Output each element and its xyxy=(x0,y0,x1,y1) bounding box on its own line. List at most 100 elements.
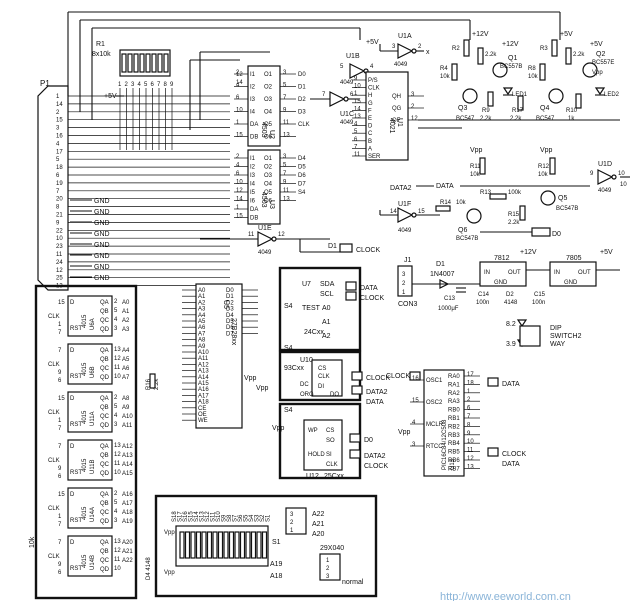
u5-pin-a14: A14 xyxy=(198,375,209,381)
c15-value: 100n xyxy=(532,300,545,306)
counter-clk: CLK xyxy=(48,362,60,368)
r16-ref: R16 xyxy=(146,378,152,390)
counter-out-a9: A9 xyxy=(122,405,130,411)
u1-pinnum-2: 12 xyxy=(411,116,418,122)
u1c-ref: U1C xyxy=(340,111,354,118)
r4-value: 10k xyxy=(440,74,451,80)
counter-out-a17: A17 xyxy=(122,501,133,507)
u2-pin-i2: I2 xyxy=(250,85,256,91)
counter-pin-rst: 7 xyxy=(58,522,62,528)
counter-out-a14: A14 xyxy=(122,462,133,468)
s1-cell-11 xyxy=(239,531,246,559)
sock-29x040: 29X040 xyxy=(320,545,344,552)
p1-pin-7: 7 xyxy=(56,189,60,195)
u13-ref: U13 xyxy=(450,458,456,470)
s1-label-s4: S4 xyxy=(249,514,255,522)
reg1-out: OUT xyxy=(508,270,521,276)
s1-label-s2: S2 xyxy=(260,514,266,522)
u1a-gate: U1A 4049 3 2 x xyxy=(379,33,430,68)
r14-value: 10k xyxy=(456,200,467,206)
c15-ref: C15 xyxy=(534,292,546,298)
u3-pinnum-1: 4 xyxy=(236,163,240,169)
supply-12v-c: +12V xyxy=(520,249,537,256)
u1-pinnum-2: 1 xyxy=(354,91,358,97)
u13-pin-rb4: RB4 xyxy=(448,441,460,447)
c14-value: 100n xyxy=(476,300,489,306)
counter-out-a21: A21 xyxy=(122,549,133,555)
counter-rst: RST xyxy=(70,566,82,572)
u1-pin-p/s: P/S xyxy=(368,78,378,84)
counter-d: D xyxy=(70,540,75,546)
u5-pin-d5: D5 xyxy=(226,319,234,325)
counter-q-qb: QB xyxy=(100,501,109,507)
u13-pin-rb1: RB1 xyxy=(448,416,460,422)
counter-out-a20: A20 xyxy=(122,540,133,546)
u5-pin-oe: OE xyxy=(198,412,207,418)
r13-ref: R13 xyxy=(480,190,492,196)
u1a-type: 4049 xyxy=(394,62,408,68)
u13-pin-rb7: RB7 xyxy=(448,466,460,472)
counter-ref: U11B xyxy=(90,459,96,474)
u2-type: 4503 xyxy=(260,122,267,138)
u2-ref: U2 xyxy=(268,130,275,139)
q2-ref: Q2 xyxy=(596,51,605,58)
p1-pin-20: 20 xyxy=(56,197,63,203)
u2-pin-o2: O2 xyxy=(264,85,273,91)
u12-pin-si: SI xyxy=(326,452,332,458)
counter-q-pin-0: 2 xyxy=(114,395,118,401)
p1-pin-2: 2 xyxy=(56,110,60,116)
s1-label-s17: S17 xyxy=(178,511,184,522)
counter-q-pin-0: 13 xyxy=(114,539,121,545)
r15-value: 2.2k xyxy=(508,220,520,226)
q1-type: BC557B xyxy=(500,64,522,70)
r9-ref: R9 xyxy=(482,108,490,114)
power-supply: J1 3 2 1 CON3 D1 1N4007 C13 1000μF 7812 … xyxy=(397,249,620,348)
u10-pin-dc: DC xyxy=(300,382,309,388)
counter-pin-clk: 1 xyxy=(58,322,62,328)
counter-out-a7: A7 xyxy=(122,375,130,381)
counter-out-a18: A18 xyxy=(122,510,133,516)
r11-ref: R11 xyxy=(470,164,481,170)
u7-type: 24Cxx xyxy=(304,329,324,336)
counter-pin-d: 15 xyxy=(58,300,65,306)
u1-pinnum-5: 13 xyxy=(354,114,361,120)
counter-clk: CLK xyxy=(48,410,60,416)
s1-cell-15 xyxy=(261,531,268,559)
u13-clock: CLOCK xyxy=(502,451,526,458)
u13-pin-mclr: MCLR xyxy=(426,422,444,428)
counter-out-a5: A5 xyxy=(122,357,130,363)
u1b-ref: U1B xyxy=(346,53,360,60)
u3-pinnum-2: 7 xyxy=(283,171,287,177)
u13-pinnum-0: 17 xyxy=(467,372,474,378)
u1-pinnum-10: 11 xyxy=(354,152,361,158)
counter-ref: U14A xyxy=(90,507,96,522)
u13-pinnum-2: 1 xyxy=(467,389,471,395)
u5-pin-a11: A11 xyxy=(198,356,209,362)
u10-pin-org: ORG xyxy=(300,392,314,398)
u7-clock: CLOCK xyxy=(360,295,384,302)
s1-label-s8: S8 xyxy=(227,514,233,522)
counter-clk: CLK xyxy=(48,458,60,464)
u5-pin-a1: A1 xyxy=(198,294,206,300)
counter-ref: U6A xyxy=(90,318,96,330)
c14-ref: C14 xyxy=(478,292,490,298)
u1-pinnum-3: 15 xyxy=(354,99,361,105)
u5-pin-we: WE xyxy=(198,418,208,424)
counter-body-u6b xyxy=(67,343,113,385)
u3-pinnum-0: 3 xyxy=(283,154,287,160)
s1-cell-14 xyxy=(256,531,262,559)
counter-type: 4015 xyxy=(82,458,88,472)
u3-pin-o3: O3 xyxy=(264,173,273,179)
r1-supply-label: +5V xyxy=(104,93,117,100)
u12-pin-cs: CS xyxy=(326,428,334,434)
counter-pin-clk: 1 xyxy=(58,514,62,520)
counter-type: 4015 xyxy=(82,362,88,376)
u3-pinnum-1: 5 xyxy=(283,163,287,169)
s1-cell-8 xyxy=(223,531,229,559)
counter-q-qc: QC xyxy=(100,366,110,372)
